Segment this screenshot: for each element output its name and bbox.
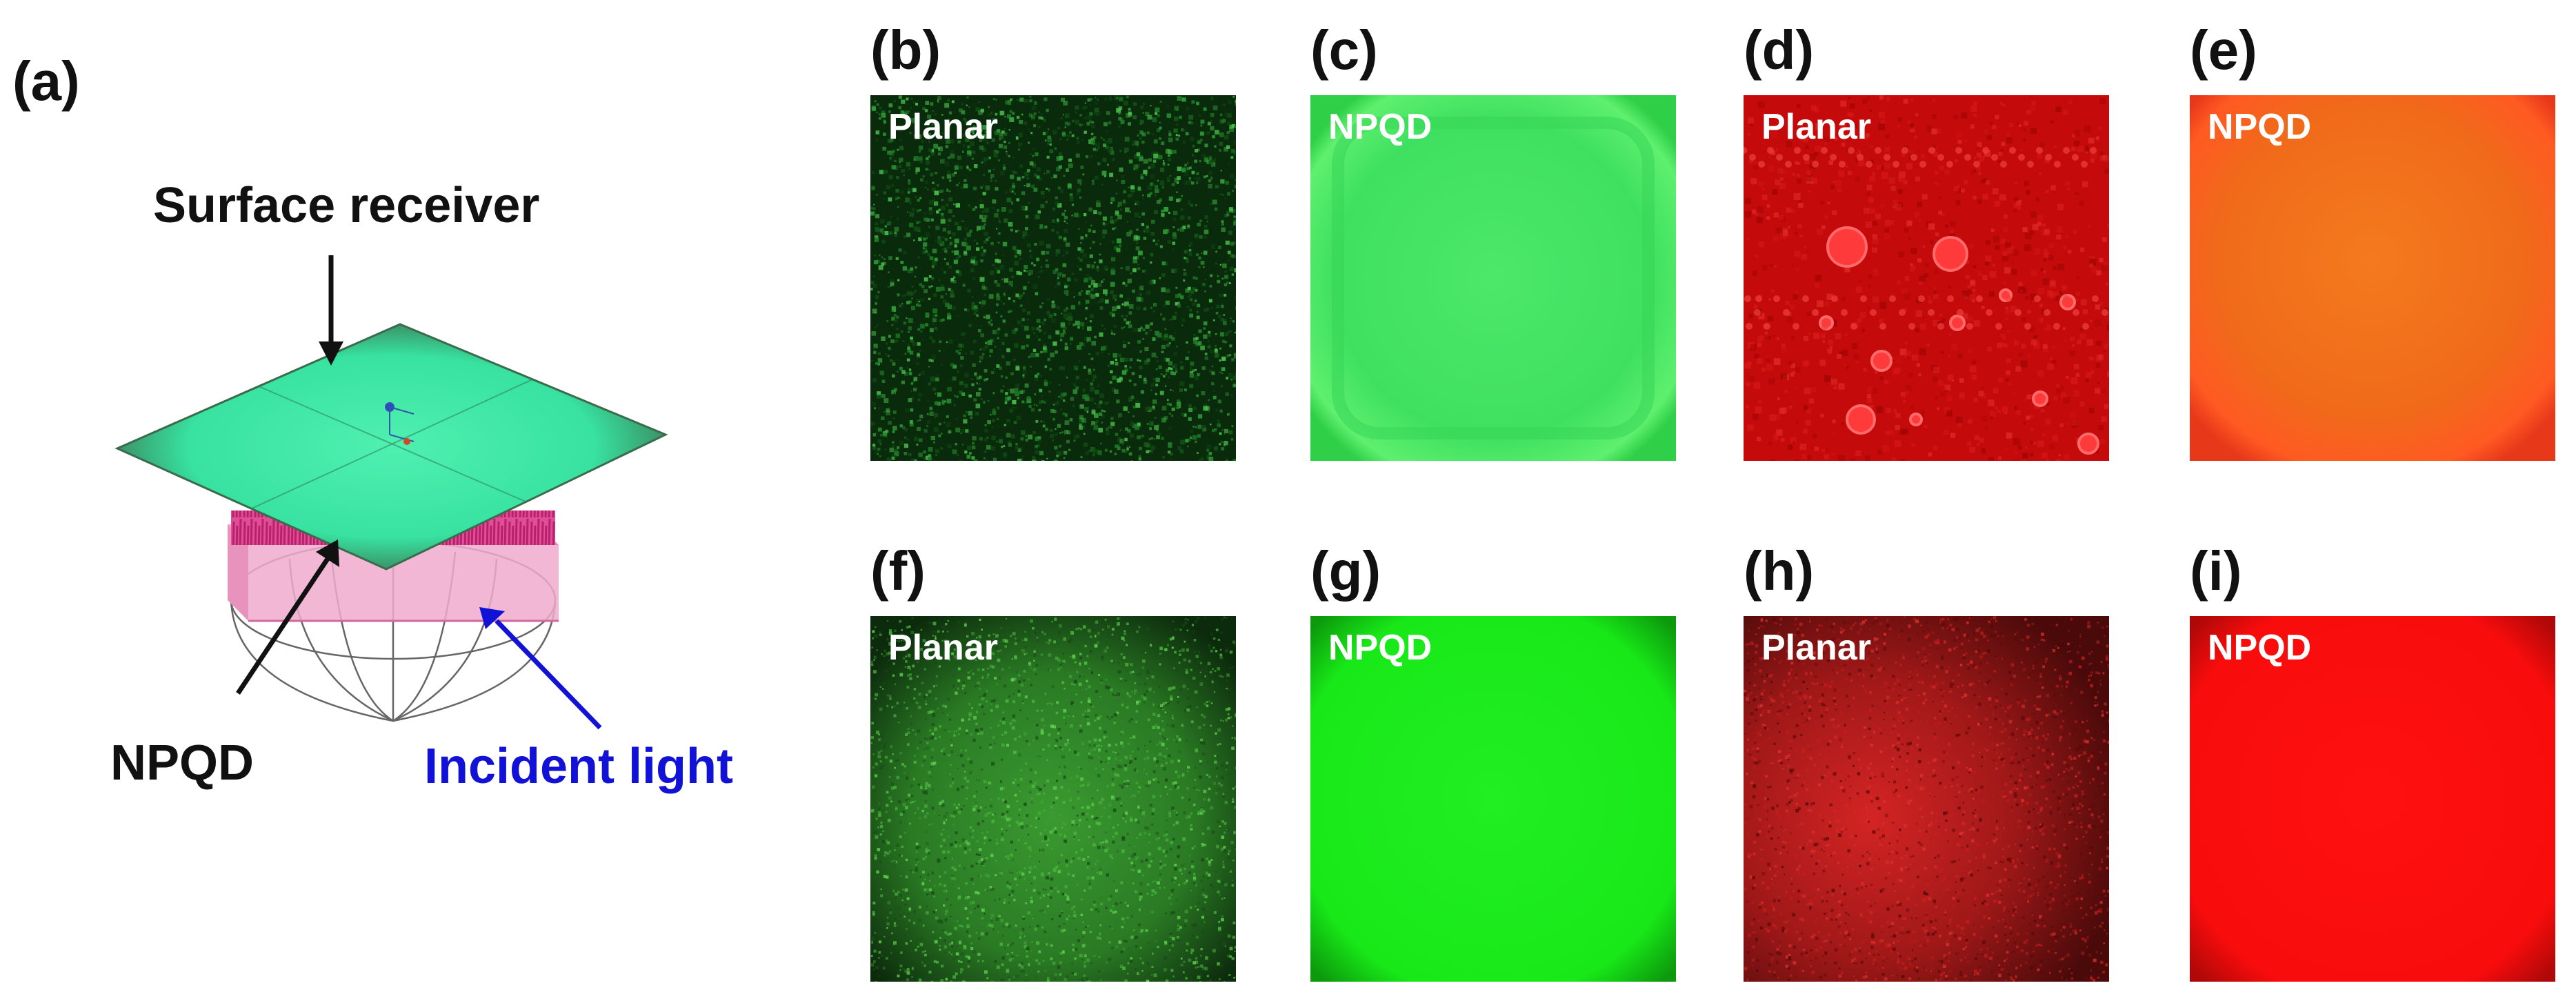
panel-letter-h: (h) bbox=[1744, 540, 1815, 602]
simulation-setup-diagram bbox=[114, 255, 668, 730]
panel-letter-d: (d) bbox=[1744, 19, 1815, 81]
panel-image-c: NPQD bbox=[1310, 95, 1676, 461]
receiver-arrow bbox=[319, 255, 343, 366]
incident-light-label: Incident light bbox=[424, 739, 733, 794]
panel-image-g: NPQD bbox=[1310, 616, 1676, 982]
panel-label-c: NPQD bbox=[1328, 107, 1432, 147]
panel-letter-f: (f) bbox=[870, 540, 926, 602]
panel-letter-a: (a) bbox=[12, 50, 80, 112]
panel-image-d: Planar bbox=[1744, 95, 2109, 461]
panel-letter-c: (c) bbox=[1310, 19, 1378, 81]
panel-image-h: Planar bbox=[1744, 616, 2109, 982]
panel-label-d: Planar bbox=[1761, 107, 1871, 147]
panel-label-i: NPQD bbox=[2208, 628, 2312, 668]
panel-image-e: NPQD bbox=[2190, 95, 2555, 461]
incident-light-arrow bbox=[479, 607, 602, 730]
panel-label-h: Planar bbox=[1761, 628, 1871, 668]
panel-letter-b: (b) bbox=[870, 19, 941, 81]
panel-label-b: Planar bbox=[888, 107, 998, 147]
npqd-label: NPQD bbox=[110, 735, 254, 791]
panel-image-b: Planar bbox=[870, 95, 1236, 461]
npqd-arrow bbox=[236, 539, 339, 695]
panel-label-f: Planar bbox=[888, 628, 998, 668]
panel-letter-g: (g) bbox=[1310, 540, 1381, 602]
surface-receiver-plane bbox=[114, 323, 668, 571]
panel-letter-i: (i) bbox=[2190, 540, 2242, 602]
panel-image-f: Planar bbox=[870, 616, 1236, 982]
panel-letter-e: (e) bbox=[2190, 19, 2257, 81]
panel-label-e: NPQD bbox=[2208, 107, 2312, 147]
surface-receiver-label: Surface receiver bbox=[153, 178, 540, 233]
panel-image-i: NPQD bbox=[2190, 616, 2555, 982]
panel-label-g: NPQD bbox=[1328, 628, 1432, 668]
